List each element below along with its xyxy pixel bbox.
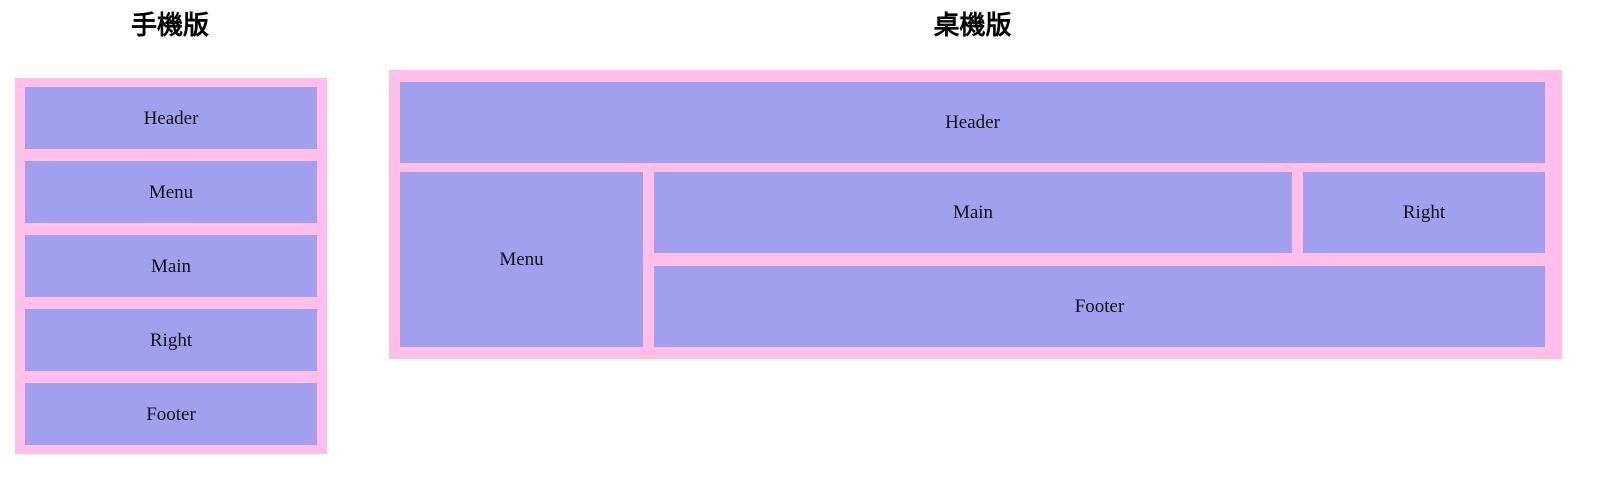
desktop-region-main: Main — [654, 172, 1292, 253]
desktop-region-footer: Footer — [654, 266, 1545, 347]
desktop-layout-container: Header Menu Main Right Footer — [389, 70, 1562, 359]
mobile-region-main: Main — [25, 235, 317, 297]
mobile-region-right: Right — [25, 309, 317, 371]
mobile-region-footer: Footer — [25, 383, 317, 445]
mobile-layout-container: Header Menu Main Right Footer — [15, 78, 327, 454]
desktop-region-menu: Menu — [400, 172, 643, 347]
desktop-section-title: 桌機版 — [933, 11, 1012, 41]
desktop-region-header: Header — [400, 82, 1545, 163]
mobile-section-title: 手機版 — [130, 11, 209, 41]
mobile-region-header: Header — [25, 87, 317, 149]
desktop-region-right: Right — [1303, 172, 1545, 253]
mobile-region-menu: Menu — [25, 161, 317, 223]
